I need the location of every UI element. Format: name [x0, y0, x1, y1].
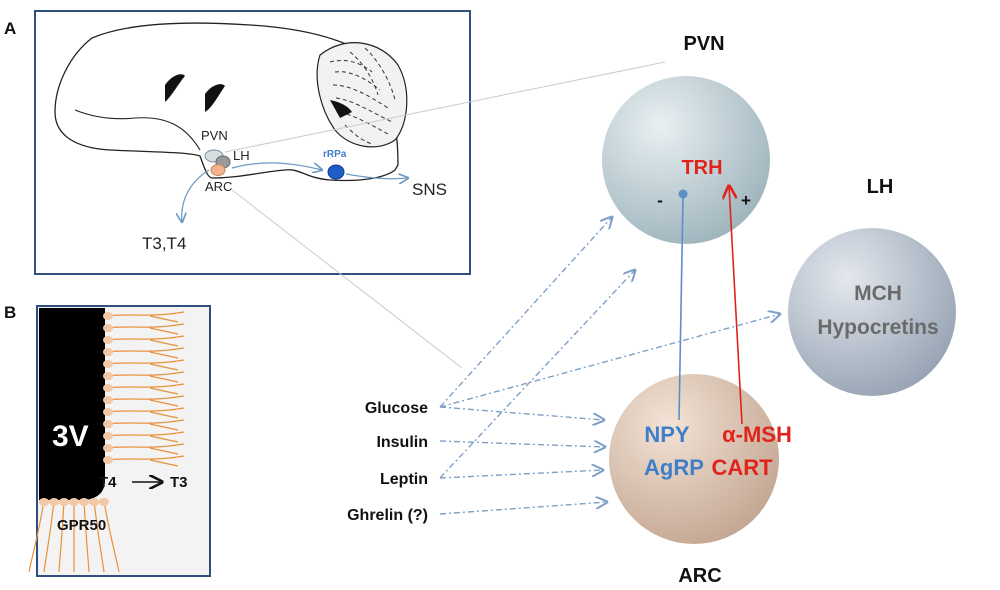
arc-title: ARC	[678, 565, 721, 587]
panel-a-letter: A	[4, 19, 16, 38]
tanycyte-body	[103, 336, 113, 344]
label-rrpa: rRPa	[323, 149, 347, 160]
ventricle-mark-2	[205, 84, 225, 112]
tanycyte-body	[103, 360, 113, 368]
corpus-line	[74, 109, 201, 151]
tanycyte-bodies	[39, 312, 113, 506]
signal-ghrelin: Ghrelin (?)	[347, 507, 428, 524]
cart-label: CART	[711, 455, 773, 480]
trh-label: TRH	[681, 157, 722, 179]
arrow-to-t3t4	[182, 169, 210, 222]
tanycyte-process	[93, 499, 105, 573]
arrow-insulin-arc	[439, 441, 605, 447]
brain-outline	[54, 22, 399, 182]
tanycyte-body	[103, 372, 113, 380]
label-pvn: PVN	[201, 128, 228, 143]
label-gpr50: GPR50	[57, 517, 106, 534]
cerebellum-folia	[329, 47, 396, 145]
third-ventricle	[39, 308, 105, 500]
arrow-leptin-arc	[439, 470, 603, 479]
arrow-to-rrpa	[231, 162, 322, 170]
arrow-glucose-lh	[439, 314, 780, 408]
ventricle-mark-1	[165, 74, 185, 102]
panel-a: PVN LH ARC rRPa SNS T3,T4	[34, 10, 471, 275]
minus-sign: -	[657, 191, 663, 210]
tanycyte-body	[39, 498, 49, 506]
connector-pvn	[224, 61, 666, 153]
tanycyte-body	[69, 498, 79, 506]
arc-circle	[609, 374, 779, 544]
tanycyte-body	[103, 348, 113, 356]
pvn-circle	[602, 76, 770, 244]
label-3v: 3V	[52, 420, 89, 453]
tanycyte-process	[83, 499, 90, 573]
label-t3: T3	[170, 474, 188, 491]
inhibition-end	[678, 189, 688, 199]
tanycyte-process	[43, 499, 55, 573]
signal-glucose: Glucose	[365, 400, 428, 417]
tanycyte-body	[103, 312, 113, 320]
label-t3t4: T3,T4	[142, 234, 186, 253]
tanycyte-body	[103, 444, 113, 452]
hypocretins-label: Hypocretins	[817, 316, 938, 339]
arrow-ghrelin-arc	[439, 502, 607, 515]
arrow-leptin-pvn	[439, 270, 635, 479]
agrp-label: AgRP	[644, 455, 704, 480]
tanycyte-body	[103, 324, 113, 332]
label-sns: SNS	[412, 180, 447, 199]
tanycyte-body	[59, 498, 69, 506]
tanycyte-body	[89, 498, 99, 506]
tanycyte-body	[103, 396, 113, 404]
signal-leptin: Leptin	[380, 471, 428, 488]
tanycyte-body	[99, 498, 109, 506]
signal-arrows	[439, 217, 780, 515]
cerebellum	[316, 42, 408, 148]
arrow-glucose-pvn	[439, 217, 612, 408]
tanycyte-body	[103, 420, 113, 428]
brainstem-mark	[330, 100, 352, 118]
tanycyte-body	[103, 408, 113, 416]
arrow-glucose-arc	[439, 406, 604, 420]
label-lh: LH	[233, 148, 250, 163]
label-arc: ARC	[205, 179, 232, 194]
lh-circle	[788, 228, 956, 396]
arrow-to-sns	[345, 174, 408, 179]
connector-arc	[231, 189, 463, 369]
panel-b: 3V T4 T3 GPR50	[28, 305, 211, 577]
amsh-excitation-arrow	[729, 186, 743, 425]
tanycyte-process	[58, 499, 65, 573]
amsh-label: α-MSH	[722, 422, 792, 447]
tanycyte-process	[28, 499, 45, 573]
signal-insulin: Insulin	[376, 434, 428, 451]
npy-label: NPY	[644, 422, 690, 447]
plus-sign: +	[741, 191, 751, 210]
tanycyte-body	[79, 498, 89, 506]
arc-dot	[210, 164, 226, 176]
label-t4: T4	[99, 474, 117, 491]
mch-label: MCH	[854, 282, 902, 305]
panel-b-letter: B	[4, 303, 16, 322]
pvn-title: PVN	[683, 33, 724, 55]
tanycyte-body	[103, 384, 113, 392]
npy-inhibition-line	[678, 196, 684, 421]
tanycyte-process	[103, 499, 120, 573]
lh-title: LH	[867, 176, 894, 198]
tanycyte-body	[103, 456, 113, 464]
tanycyte-body	[49, 498, 59, 506]
tanycyte-body	[103, 432, 113, 440]
rrpa-dot	[327, 164, 345, 180]
